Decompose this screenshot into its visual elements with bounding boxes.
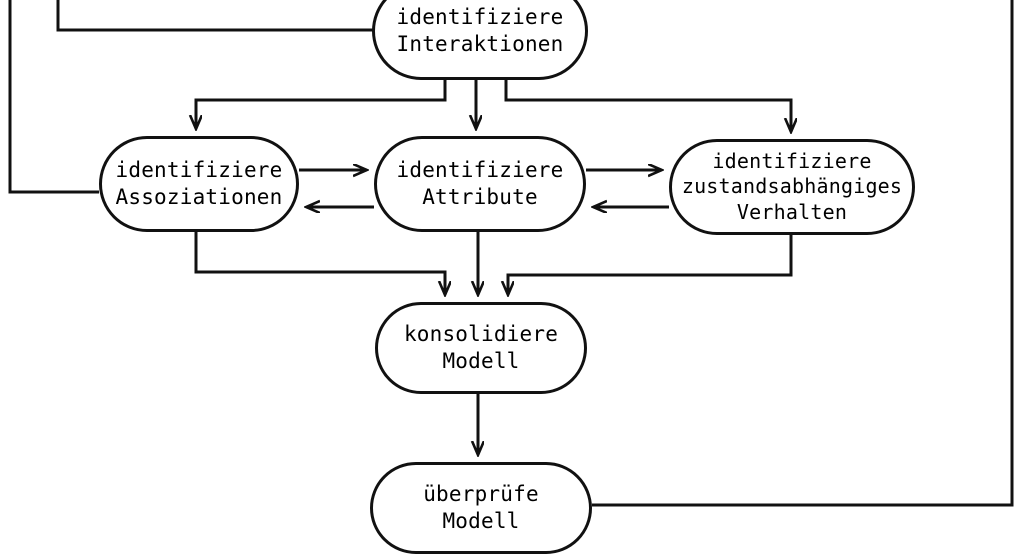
node-label: identifiziere Attribute [396,157,564,209]
edge-verhalten-konsolidiere [508,235,793,295]
node-label: identifiziere zustandsabhängiges Verhalt… [681,148,903,224]
edge-assoziationen-konsolidiere [194,232,445,295]
node-identifiziere-attribute[interactable]: identifiziere Attribute [374,136,586,232]
node-label: überprüfe Modell [423,481,539,533]
edge-interaktionen-verhalten [504,80,791,132]
edge-feedback-top-inner [56,0,374,32]
node-identifiziere-interaktionen[interactable]: identifiziere Interaktionen [372,0,588,80]
node-label: identifiziere Assoziationen [115,157,283,209]
node-identifiziere-zustandsabhaengiges-verhalten[interactable]: identifiziere zustandsabhängiges Verhalt… [669,139,915,235]
edge-interaktionen-assoziationen [196,80,447,129]
node-ueberpruefe-modell[interactable]: überprüfe Modell [370,462,592,554]
edge-feedback-left-outer [8,0,99,194]
node-label: identifiziere Interaktionen [396,4,564,56]
node-identifiziere-assoziationen[interactable]: identifiziere Assoziationen [99,136,299,232]
node-konsolidiere-modell[interactable]: konsolidiere Modell [375,302,587,394]
node-label: konsolidiere Modell [403,321,559,373]
edge-feedback-right-outer [592,0,1014,507]
